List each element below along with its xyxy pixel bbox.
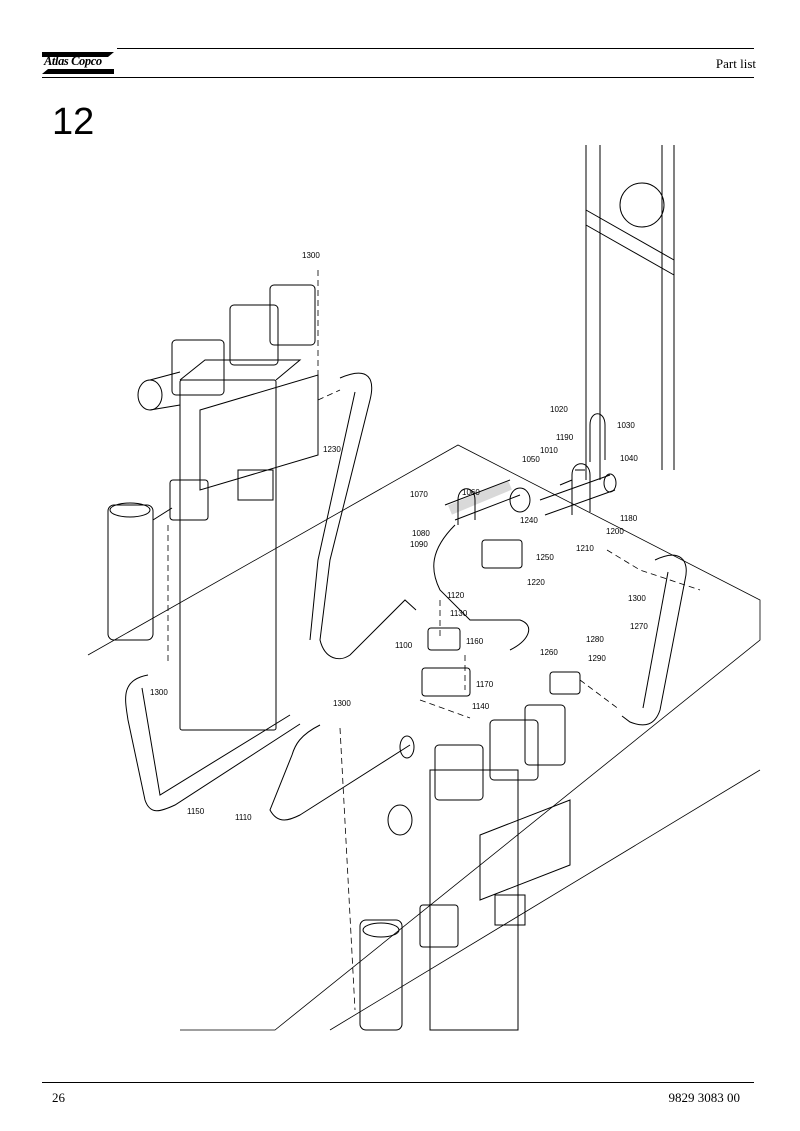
callout-1180: 1180 [620, 514, 638, 523]
callout-1070: 1070 [410, 490, 428, 499]
document-number: 9829 3083 00 [668, 1090, 741, 1105]
atlas-copco-logo [42, 52, 114, 74]
callout-1300-left: 1300 [150, 688, 168, 697]
page-number: 26 [52, 1090, 65, 1105]
callout-1160: 1160 [466, 637, 484, 646]
callout-1090: 1090 [410, 540, 428, 549]
header-bottom-rule [42, 77, 754, 78]
callout-1300-center: 1300 [333, 699, 351, 708]
callout-1300: 1300 [302, 251, 320, 260]
callout-1040: 1040 [620, 454, 638, 463]
callout-1250: 1250 [536, 553, 554, 562]
footer-rule [42, 1082, 754, 1083]
callout-1010: 1010 [540, 446, 558, 455]
callout-1120: 1120 [447, 591, 465, 600]
callout-1270: 1270 [630, 622, 648, 631]
section-number: 12 [52, 101, 95, 143]
callout-1200: 1200 [606, 527, 624, 536]
callout-1100: 1100 [395, 641, 413, 650]
callout-1230: 1230 [323, 445, 341, 454]
callout-1050: 1050 [522, 455, 540, 464]
callout-1280: 1280 [586, 635, 604, 644]
callout-1240: 1240 [520, 516, 538, 525]
callout-1060: 1060 [462, 488, 480, 497]
callout-1220: 1220 [527, 578, 545, 587]
header-top-rule [117, 48, 754, 49]
callout-1130: 1130 [450, 609, 468, 618]
callout-1020: 1020 [550, 405, 568, 414]
callout-1170: 1170 [476, 680, 494, 689]
callout-1140: 1140 [472, 702, 490, 711]
callout-1080: 1080 [412, 529, 430, 538]
callout-1210: 1210 [576, 544, 594, 553]
callout-1260: 1260 [540, 648, 558, 657]
callout-1030: 1030 [617, 421, 635, 430]
callout-1190: 1190 [556, 433, 574, 442]
brand-name: Atlas Copco [44, 54, 102, 68]
callout-1110: 1110 [235, 813, 252, 822]
callout-1150: 1150 [187, 807, 205, 816]
callout-1290: 1290 [588, 654, 606, 663]
callout-1300-right: 1300 [628, 594, 646, 603]
section-label: Part list [715, 56, 756, 71]
